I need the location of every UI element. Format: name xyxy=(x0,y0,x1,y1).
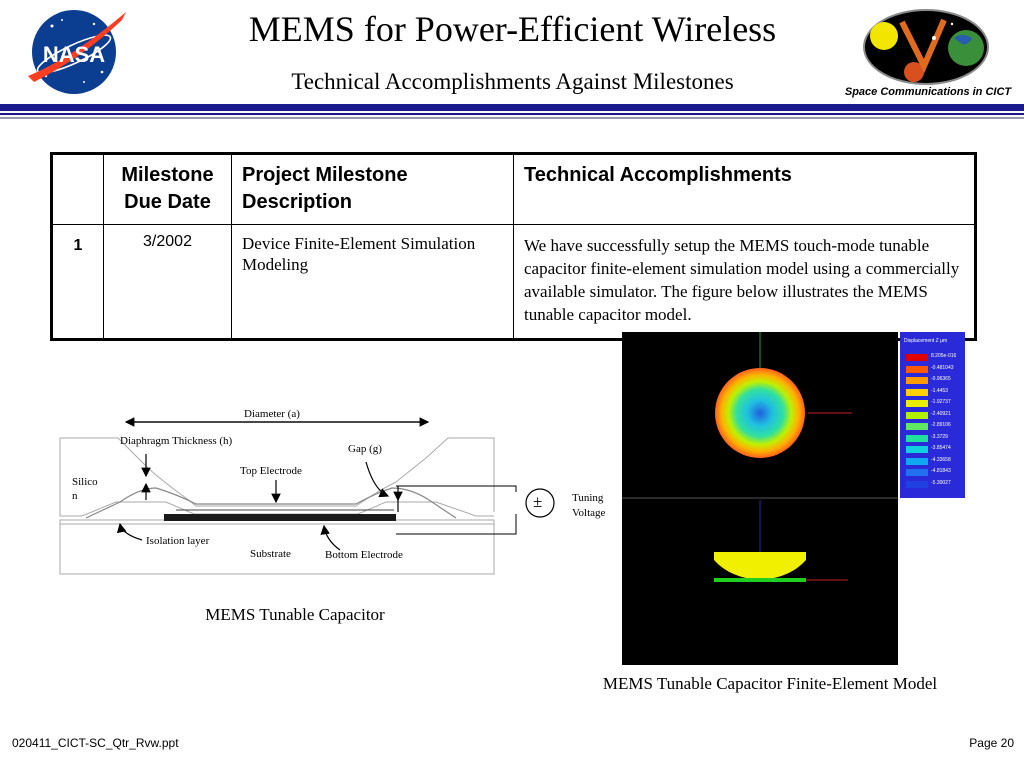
table-header-row: Milestone Due Date Project Milestone Des… xyxy=(51,153,976,225)
legend-swatch xyxy=(906,469,928,476)
footer-filename: 020411_CICT-SC_Qtr_Rvw.ppt xyxy=(12,736,179,750)
legend-value: -4.81843 xyxy=(931,468,951,474)
legend-value: -2.40921 xyxy=(931,410,951,417)
legend-value: -3.3729 xyxy=(931,433,948,440)
nasa-logo-text: NASA xyxy=(43,42,105,67)
legend-swatch xyxy=(906,457,928,465)
legend-value: -4.33658 xyxy=(931,456,951,463)
label-top-electrode: Top Electrode xyxy=(240,465,302,477)
legend-swatch xyxy=(906,377,928,384)
milestone-table: Milestone Due Date Project Milestone Des… xyxy=(50,152,977,341)
header-number xyxy=(51,153,104,225)
legend-swatch xyxy=(906,400,928,407)
fe-model-plot xyxy=(622,332,898,665)
nasa-logo: NASA xyxy=(22,6,132,98)
header-rule-gray xyxy=(0,117,1024,119)
label-tuning: Tuning xyxy=(572,492,604,504)
legend-title: Displacement Z µm xyxy=(904,338,948,344)
label-diameter: Diameter (a) xyxy=(244,408,300,420)
label-diaphragm-thickness: Diaphragm Thickness (h) xyxy=(120,435,233,447)
header-due-date: Milestone Due Date xyxy=(103,153,232,225)
row-number: 1 xyxy=(51,224,104,340)
legend-value: -3.85474 xyxy=(931,445,951,451)
legend-value: 8.205e-016 xyxy=(931,353,957,359)
label-bottom-electrode: Bottom Electrode xyxy=(325,549,403,561)
header-rule-thin xyxy=(0,113,1024,115)
label-voltage: Voltage xyxy=(572,507,606,519)
legend-swatch xyxy=(906,434,928,442)
header-accomplishments: Technical Accomplishments xyxy=(513,153,976,225)
page-title: MEMS for Power-Efficient Wireless xyxy=(248,9,777,49)
label-isolation-layer: Isolation layer xyxy=(146,535,210,547)
legend-swatch xyxy=(906,423,928,430)
legend-value: -5.30027 xyxy=(931,479,951,486)
cict-caption: Space Communications in CICT xyxy=(844,86,1012,98)
label-substrate: Substrate xyxy=(250,548,291,560)
capacitor-diagram: Diameter (a) Diaphragm Thickness (h) Gap… xyxy=(56,402,616,582)
legend-value: -0.96365 xyxy=(931,376,951,382)
row-accomplishments: We have successfully setup the MEMS touc… xyxy=(513,224,976,340)
row-due-date: 3/2002 xyxy=(103,224,232,340)
voltage-source-symbol: ± xyxy=(533,492,543,511)
table-row: 1 3/2002 Device Finite-Element Simulatio… xyxy=(51,224,976,340)
page-subtitle: Technical Accomplishments Against Milest… xyxy=(291,69,734,94)
legend-value: -1.92737 xyxy=(931,399,951,405)
header-rule-thick xyxy=(0,104,1024,111)
legend-swatch xyxy=(906,354,928,361)
footer-page-number: Page 20 xyxy=(969,736,1014,750)
legend-value: -1.4453 xyxy=(931,387,948,394)
row-description: Device Finite-Element Simulation Modelin… xyxy=(231,224,514,340)
fe-model-caption: MEMS Tunable Capacitor Finite-Element Mo… xyxy=(602,674,938,693)
legend-swatch xyxy=(906,446,928,453)
legend-swatch xyxy=(906,388,928,396)
legend-value: -2.89106 xyxy=(931,422,951,428)
legend-swatch xyxy=(906,480,928,488)
legend-swatch xyxy=(906,411,928,419)
capacitor-caption: MEMS Tunable Capacitor xyxy=(205,605,385,624)
cict-logo xyxy=(862,8,990,86)
legend-value: -0.481043 xyxy=(931,364,954,371)
label-silicon-2: n xyxy=(72,490,78,502)
label-gap: Gap (g) xyxy=(348,443,382,455)
label-silicon-1: Silico xyxy=(72,476,98,488)
displacement-legend: Displacement Z µm 8.205e-016 -0.481043 -0.… xyxy=(900,332,965,498)
legend-swatch xyxy=(906,365,928,373)
header-description: Project Milestone Description xyxy=(231,153,514,225)
